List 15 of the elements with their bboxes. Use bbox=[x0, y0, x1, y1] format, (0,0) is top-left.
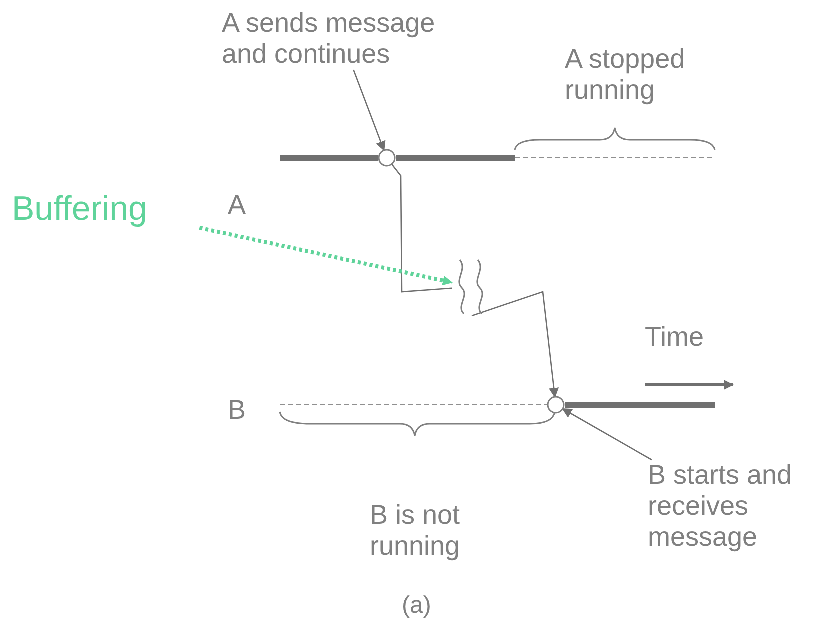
callout-text: Buffering bbox=[12, 190, 212, 228]
process-label: B bbox=[228, 395, 246, 426]
annotation-text: A sends message and continues bbox=[222, 8, 462, 70]
arrow bbox=[199, 226, 453, 286]
event-circle bbox=[378, 149, 396, 167]
event-circle bbox=[547, 396, 565, 414]
arrow bbox=[353, 70, 386, 152]
arrow bbox=[562, 408, 652, 461]
arrow bbox=[472, 291, 560, 398]
caption: (a) bbox=[402, 591, 432, 621]
annotation-text: A stopped running bbox=[565, 44, 686, 106]
process-label: A bbox=[228, 190, 246, 221]
axis-label: Time bbox=[645, 322, 704, 353]
annotation-text: B starts and receives message bbox=[648, 460, 814, 553]
annotation-text: B is not running bbox=[370, 500, 462, 562]
